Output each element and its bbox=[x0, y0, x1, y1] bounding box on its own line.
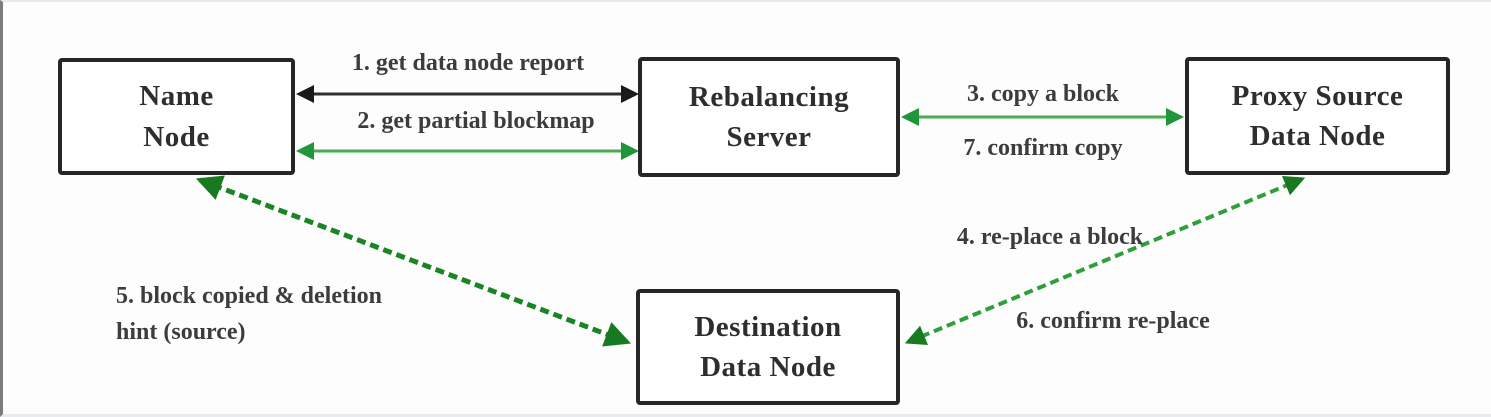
edge-5-block-copied-deletion-hint bbox=[195, 175, 632, 347]
edge-label-5-block-copied-deletion-hint: 5. block copied & deletion hint (source) bbox=[116, 278, 496, 350]
name-node-box: Name Node bbox=[58, 58, 295, 175]
edge-label-5-line1: 5. block copied & deletion bbox=[116, 283, 383, 309]
destination-label-line2: Data Node bbox=[700, 351, 836, 383]
edge-label-6-confirm-replace: 6. confirm re-place bbox=[1016, 308, 1210, 334]
rebalancing-server-box: Rebalancing Server bbox=[638, 57, 900, 177]
name-node-label-line1: Name bbox=[139, 80, 214, 113]
edge-label-2-get-partial-blockmap: 2. get partial blockmap bbox=[357, 108, 595, 134]
destination-label-line1: Destination bbox=[694, 310, 842, 343]
edge-label-4-replace-a-block: 4. re-place a block bbox=[956, 224, 1144, 250]
edge-label-1-get-data-node-report: 1. get data node report bbox=[351, 50, 585, 76]
edge-4-6-replace-confirm bbox=[904, 176, 1306, 345]
proxy-source-label-line2: Data Node bbox=[1249, 120, 1386, 152]
name-node-label-line2: Node bbox=[143, 120, 210, 153]
rebalancing-server-label-line1: Rebalancing bbox=[688, 80, 850, 113]
proxy-source-label-line1: Proxy Source bbox=[1231, 79, 1404, 112]
proxy-source-data-node-box: Proxy Source Data Node bbox=[1185, 57, 1450, 175]
rebalancing-server-label-line2: Server bbox=[726, 121, 812, 153]
edge-label-7-confirm-copy: 7. confirm copy bbox=[963, 135, 1123, 161]
edges-layer bbox=[195, 85, 1306, 347]
destination-data-node-box: Destination Data Node bbox=[636, 289, 900, 405]
edge-label-3-copy-a-block: 3. copy a block bbox=[966, 81, 1119, 107]
edge-label-5-line2: hint (source) bbox=[116, 319, 246, 345]
